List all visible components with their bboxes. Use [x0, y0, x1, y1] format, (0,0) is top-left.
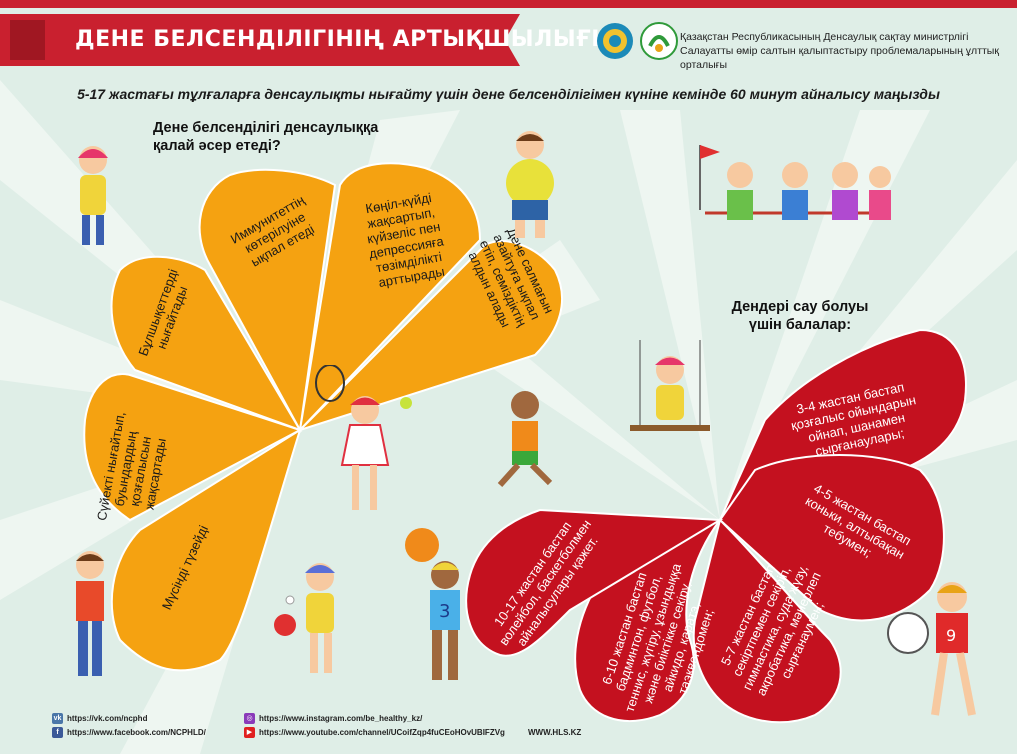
- vk-icon[interactable]: vk: [52, 713, 63, 724]
- website-link[interactable]: WWW.HLS.KZ: [528, 728, 582, 737]
- instagram-link[interactable]: https://www.instagram.com/be_healthy_kz/: [259, 714, 423, 723]
- basketball-boy-illustration: 3: [405, 528, 460, 680]
- organization-names: Қазақстан Республикасының Денсаулық сақт…: [680, 30, 1017, 72]
- running-boy-illustration: [497, 391, 553, 488]
- org-line-center: Салауатты өмір салтын қалыптастыру пробл…: [680, 45, 999, 71]
- facebook-icon[interactable]: f: [52, 727, 63, 738]
- swing-girl-illustration: [630, 340, 710, 431]
- youtube-link[interactable]: https://www.youtube.com/channel/UCoifZqp…: [259, 728, 505, 737]
- state-emblem-icon: [597, 23, 633, 59]
- page-title: ДЕНЕ БЕЛСЕНДІЛІГІНІҢ АРТЫҚШЫЛЫҒЫ: [75, 27, 615, 52]
- tennis-girl-illustration: [315, 365, 412, 510]
- subtitle: 5-17 жастағы тұлғаларға денсаулықты ныға…: [77, 86, 940, 102]
- overweight-boy-illustration: [506, 131, 554, 238]
- question-left: Дене белсенділігі денсаулыққа қалай әсер…: [153, 120, 379, 154]
- girl-crossed-arms-illustration: [78, 146, 108, 245]
- vk-link[interactable]: https://vk.com/ncphd: [67, 714, 148, 723]
- tug-of-war-kids-illustration: [699, 145, 891, 220]
- svg-text:3: 3: [439, 601, 450, 622]
- facebook-link[interactable]: https://www.facebook.com/NCPHLD/: [67, 728, 206, 737]
- org-line-ministry: Қазақстан Республикасының Денсаулық сақт…: [680, 31, 969, 43]
- youtube-icon[interactable]: ▶: [244, 727, 255, 738]
- title-banner: [0, 14, 520, 66]
- ping-pong-girl-illustration: [274, 563, 335, 673]
- question-right: Дендері сау болуы үшін балалар:: [731, 299, 869, 333]
- svg-text:9: 9: [946, 626, 956, 645]
- instagram-icon[interactable]: ◎: [244, 713, 255, 724]
- boy-thinking-illustration: [76, 551, 104, 676]
- ncphd-logo-icon: [640, 22, 678, 60]
- top-red-strip: [0, 0, 1017, 8]
- football-boy-illustration: 9: [887, 582, 976, 716]
